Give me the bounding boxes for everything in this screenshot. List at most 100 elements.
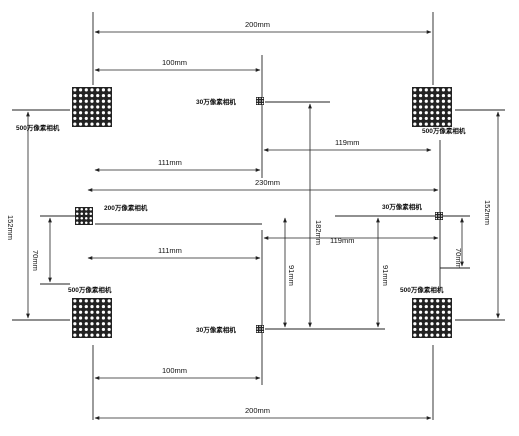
- sensor-pixel: [107, 316, 111, 320]
- sensor-pixel: [75, 221, 79, 225]
- sensor-pixel: [261, 97, 264, 100]
- sensor-pixel: [75, 216, 79, 220]
- sensor-pixel: [78, 333, 83, 337]
- sensor-pixel: [78, 93, 83, 98]
- sensor-pixel: [424, 116, 428, 121]
- dim-label-right-119-top: 119mm: [335, 138, 359, 147]
- sensor-pixel: [424, 93, 428, 98]
- sensor-pixel: [438, 215, 440, 217]
- sensor-pixel: [73, 327, 77, 332]
- dim-label-top-100: 100mm: [162, 58, 187, 67]
- sensor-pixel: [89, 216, 93, 220]
- sensor-pixel: [78, 327, 83, 332]
- sensor-pixel: [441, 333, 446, 337]
- sensor-pixel: [424, 322, 428, 326]
- sensor-pixel: [436, 327, 440, 332]
- sensor-pixel: [447, 93, 451, 98]
- sensor-body: [75, 207, 93, 225]
- sensor-pixel: [413, 299, 417, 303]
- sensor-pixel: [73, 333, 77, 337]
- sensor-pixel: [436, 105, 440, 109]
- sensor-pixel: [96, 310, 100, 314]
- sensor-pixel: [441, 327, 446, 332]
- sensor-pixel: [418, 116, 423, 121]
- sensor-pixel: [96, 304, 100, 309]
- sensor-pixel: [90, 327, 94, 332]
- sensor-pixel: [256, 328, 259, 330]
- sensor-pixel: [447, 105, 451, 109]
- sensor-pixel: [107, 327, 111, 332]
- sensor-pixel: [413, 88, 417, 92]
- sensor-pixel: [90, 99, 94, 103]
- sensor-pixel: [256, 325, 259, 328]
- sensor-pixel: [78, 88, 83, 92]
- sensor-pixel: [418, 299, 423, 303]
- sensor-pixel: [256, 97, 259, 100]
- sensor-pixel: [73, 111, 77, 115]
- sensor-pixel: [259, 328, 261, 330]
- dim-label-center-91: 91mm: [287, 265, 296, 286]
- dim-label-left-152: 152mm: [6, 215, 15, 240]
- label-cam-br: 500万像素相机: [400, 285, 444, 294]
- sensor-pixel: [73, 88, 77, 92]
- sensor-pixel: [261, 100, 264, 102]
- sensor-pixel: [84, 333, 88, 337]
- sensor-pixel: [80, 207, 84, 211]
- sensor-pixel: [101, 333, 106, 337]
- sensor-pixel: [424, 316, 428, 320]
- sensor-pixel: [78, 322, 83, 326]
- sensor-pixel: [259, 100, 261, 102]
- sensor-pixel: [90, 304, 94, 309]
- sensor-pixel: [413, 122, 417, 126]
- sensor-pixel: [84, 207, 88, 211]
- sensor-pixel: [80, 216, 84, 220]
- sensor-pixel: [107, 299, 111, 303]
- sensor-pixel: [418, 322, 423, 326]
- sensor-pixel: [84, 111, 88, 115]
- sensor-pixel: [84, 310, 88, 314]
- sensor-pixel: [101, 310, 106, 314]
- sensor-pixel: [438, 212, 440, 215]
- sensor-pixel: [435, 212, 438, 215]
- sensor-pixel: [441, 116, 446, 121]
- sensor-pixel: [438, 217, 440, 220]
- sensor-pixel: [436, 304, 440, 309]
- sensor-pixel: [96, 105, 100, 109]
- sensor-pixel: [101, 122, 106, 126]
- sensor-pixel: [447, 116, 451, 121]
- sensor-pixel: [101, 299, 106, 303]
- sensor-pixel: [96, 99, 100, 103]
- sensor-pixel: [73, 316, 77, 320]
- sensor-pixel: [90, 111, 94, 115]
- sensor-pixel: [89, 212, 93, 216]
- sensor-pixel: [73, 116, 77, 121]
- sensor-pixel: [78, 116, 83, 121]
- sensor-pixel: [256, 100, 259, 102]
- sensor-pixel: [436, 316, 440, 320]
- sensor-pixel: [78, 310, 83, 314]
- camera-03mp-top: [256, 97, 264, 105]
- sensor-pixel: [96, 88, 100, 92]
- dim-label-mid-230: 230mm: [255, 178, 280, 187]
- sensor-pixel: [73, 310, 77, 314]
- sensor-pixel: [447, 316, 451, 320]
- sensor-pixel: [424, 333, 428, 337]
- sensor-pixel: [436, 116, 440, 121]
- sensor-pixel: [430, 88, 434, 92]
- sensor-pixel: [84, 99, 88, 103]
- sensor-pixel: [430, 93, 434, 98]
- cameras: [72, 87, 452, 338]
- sensor-pixel: [96, 93, 100, 98]
- sensor-pixel: [89, 221, 93, 225]
- sensor-pixel: [96, 333, 100, 337]
- sensor-pixel: [413, 316, 417, 320]
- sensor-pixel: [413, 322, 417, 326]
- sensor-pixel: [101, 304, 106, 309]
- sensor-pixel: [84, 322, 88, 326]
- label-cam-s3: 30万像素相机: [196, 325, 236, 334]
- sensor-pixel: [256, 330, 259, 333]
- sensor-pixel: [80, 212, 84, 216]
- sensor-pixel: [424, 105, 428, 109]
- camera-03mp-bottom: [256, 325, 264, 333]
- dim-label-left-111-top: 111mm: [158, 158, 182, 167]
